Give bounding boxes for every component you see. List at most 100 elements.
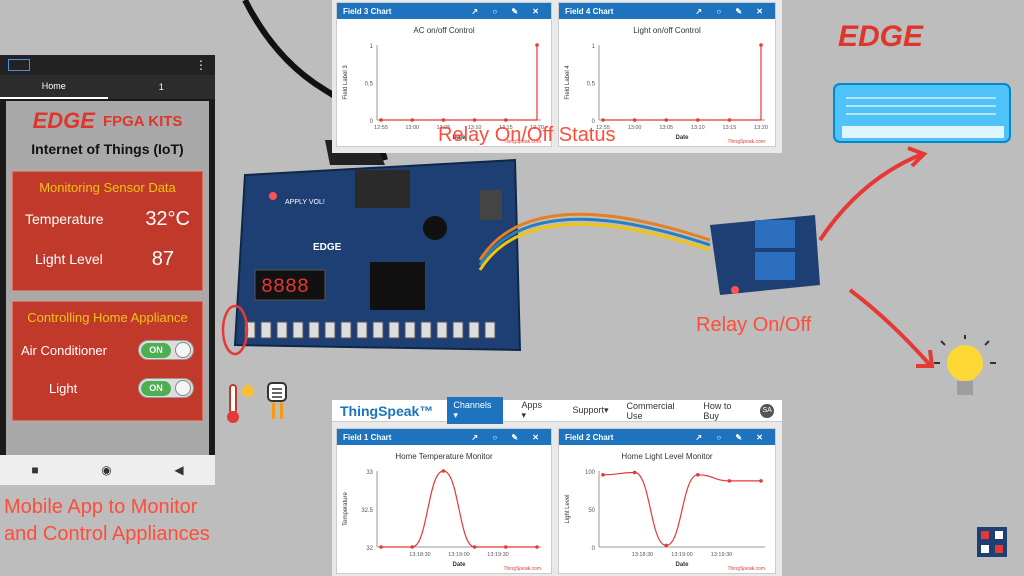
slide-switch[interactable] bbox=[420, 321, 432, 339]
recent-apps-icon[interactable]: ■ bbox=[31, 463, 39, 477]
chart-title: AC on/off Control bbox=[413, 26, 474, 35]
air-conditioner-label: Air Conditioner bbox=[21, 342, 107, 358]
data-point bbox=[535, 545, 539, 549]
slide-switch[interactable] bbox=[468, 321, 480, 339]
data-point bbox=[601, 473, 605, 477]
ac-toggle-state: ON bbox=[141, 342, 171, 358]
field1-card: Field 1 Chart↗ ○ ✎ ✕ Home Temperature Mo… bbox=[336, 428, 552, 574]
card-tools-icon[interactable]: ↗ ○ ✎ ✕ bbox=[471, 432, 545, 442]
slide-switch[interactable] bbox=[292, 321, 304, 339]
x-tick-label: 13:10 bbox=[468, 125, 482, 131]
slide-switch[interactable] bbox=[276, 321, 288, 339]
light-level-label: Light Level bbox=[35, 251, 103, 267]
x-tick-label: 13:19:30 bbox=[711, 552, 732, 558]
card-tools-icon[interactable]: ↗ ○ ✎ ✕ bbox=[695, 6, 769, 16]
data-point bbox=[379, 118, 383, 122]
series-line bbox=[603, 45, 762, 121]
x-tick-label: 13:05 bbox=[659, 125, 673, 131]
mobile-phone: ⋮ Home 1 EDGE FPGA KITS Internet of Thin… bbox=[0, 55, 215, 485]
series-line bbox=[381, 45, 538, 121]
app-icon bbox=[8, 59, 30, 71]
vga-port bbox=[355, 170, 410, 208]
field1-chart: Home Temperature Monitor3332.53213:18:30… bbox=[343, 452, 541, 572]
data-point bbox=[410, 118, 414, 122]
edge-logo-text: EDGE bbox=[32, 108, 95, 133]
slide-switch[interactable] bbox=[260, 321, 272, 339]
y-tick-label: 32 bbox=[366, 546, 373, 552]
thingspeak-logo[interactable]: ThingSpeak™ bbox=[340, 402, 434, 419]
relay-caption: Relay On/Off bbox=[696, 314, 812, 336]
slide-switch[interactable] bbox=[436, 321, 448, 339]
chart-footer: ThingSpeak.com bbox=[503, 139, 541, 145]
slide-switch[interactable] bbox=[484, 321, 496, 339]
chart-footer: ThingSpeak.com bbox=[503, 566, 541, 572]
x-tick-label: 13:15 bbox=[499, 125, 513, 131]
overflow-menu-icon[interactable]: ⋮ bbox=[195, 58, 207, 72]
chart-title: Light on/off Control bbox=[633, 26, 701, 35]
phone-status-bar: ⋮ bbox=[0, 55, 215, 75]
slide-switch[interactable] bbox=[340, 321, 352, 339]
x-tick-label: 13:18:30 bbox=[632, 552, 653, 558]
tab-1[interactable]: 1 bbox=[158, 82, 164, 92]
slide-switch[interactable] bbox=[308, 321, 320, 339]
x-tick-label: 13:00 bbox=[405, 125, 419, 131]
slide-switch[interactable] bbox=[356, 321, 368, 339]
light-toggle-knob bbox=[175, 380, 191, 396]
nav-how-to-buy[interactable]: How to Buy bbox=[703, 400, 732, 421]
arrow-to-light-head bbox=[916, 349, 935, 368]
nav-channels[interactable]: Channels ▾ bbox=[447, 397, 504, 424]
fpga-board: 8888 APPLY VOL! EDGE bbox=[221, 0, 522, 356]
edge-brand-logo: EDGE bbox=[838, 20, 924, 53]
data-point bbox=[379, 545, 383, 549]
phone-tabs: Home 1 bbox=[0, 75, 215, 99]
avatar[interactable]: SA bbox=[760, 403, 774, 418]
slide-switch[interactable] bbox=[244, 321, 256, 339]
wire-blue bbox=[478, 217, 711, 266]
y-tick-label: 1 bbox=[592, 44, 596, 50]
monitor-panel: Monitoring Sensor Data Temperature 32°C … bbox=[12, 171, 203, 291]
slide-switch[interactable] bbox=[452, 321, 464, 339]
card-tools-icon[interactable]: ↗ ○ ✎ ✕ bbox=[695, 432, 769, 442]
y-tick-label: 1 bbox=[370, 44, 374, 50]
air-conditioner-icon bbox=[833, 83, 1011, 143]
relay-1 bbox=[755, 220, 795, 248]
y-tick-label: 50 bbox=[588, 508, 595, 514]
data-point bbox=[632, 118, 637, 122]
nav-commercial-use[interactable]: Commercial Use bbox=[626, 400, 675, 421]
y-tick-label: 0.5 bbox=[365, 82, 374, 88]
slide-switch[interactable] bbox=[372, 321, 384, 339]
nav-apps[interactable]: Apps ▾ bbox=[521, 400, 542, 420]
control-title: Controlling Home Appliance bbox=[27, 310, 188, 325]
y-tick-label: 0 bbox=[370, 119, 374, 125]
app-subtitle: Internet of Things (IoT) bbox=[31, 141, 184, 157]
y-axis-label: Light Level bbox=[565, 494, 571, 523]
tab-home[interactable]: Home bbox=[0, 75, 108, 99]
phone-nav-bar: ■ ◉ ◀ bbox=[0, 455, 215, 485]
card-tools-icon[interactable]: ↗ ○ ✎ ✕ bbox=[471, 6, 545, 16]
home-icon[interactable]: ◉ bbox=[101, 463, 112, 477]
temperature-value: 32°C bbox=[145, 207, 190, 230]
data-point bbox=[441, 469, 446, 473]
slide-switch[interactable] bbox=[324, 321, 336, 339]
light-label: Light bbox=[49, 380, 78, 396]
light-toggle-state: ON bbox=[141, 380, 171, 396]
slide-switch[interactable] bbox=[404, 321, 416, 339]
highlight-circle bbox=[221, 304, 249, 356]
y-axis-label: Field Label 4 bbox=[565, 65, 571, 100]
x-tick-label: 13:18:30 bbox=[409, 552, 430, 558]
slide-switch[interactable] bbox=[388, 321, 400, 339]
temperature-label: Temperature bbox=[25, 211, 104, 227]
x-tick-label: 13:10 bbox=[691, 125, 705, 131]
air-conditioner-toggle[interactable]: ON bbox=[138, 340, 194, 360]
y-tick-label: 32.5 bbox=[361, 508, 373, 514]
field2-bar-title: Field 2 Chart bbox=[565, 432, 614, 442]
light-toggle[interactable]: ON bbox=[138, 378, 194, 398]
back-icon[interactable]: ◀ bbox=[174, 463, 184, 477]
y-tick-label: 0 bbox=[592, 546, 596, 552]
data-point bbox=[601, 118, 605, 122]
nav-support[interactable]: Support▾ bbox=[572, 405, 609, 415]
field2-card: Field 2 Chart↗ ○ ✎ ✕ Home Light Level Mo… bbox=[558, 428, 776, 574]
x-tick-label: 13:19:30 bbox=[487, 552, 508, 558]
